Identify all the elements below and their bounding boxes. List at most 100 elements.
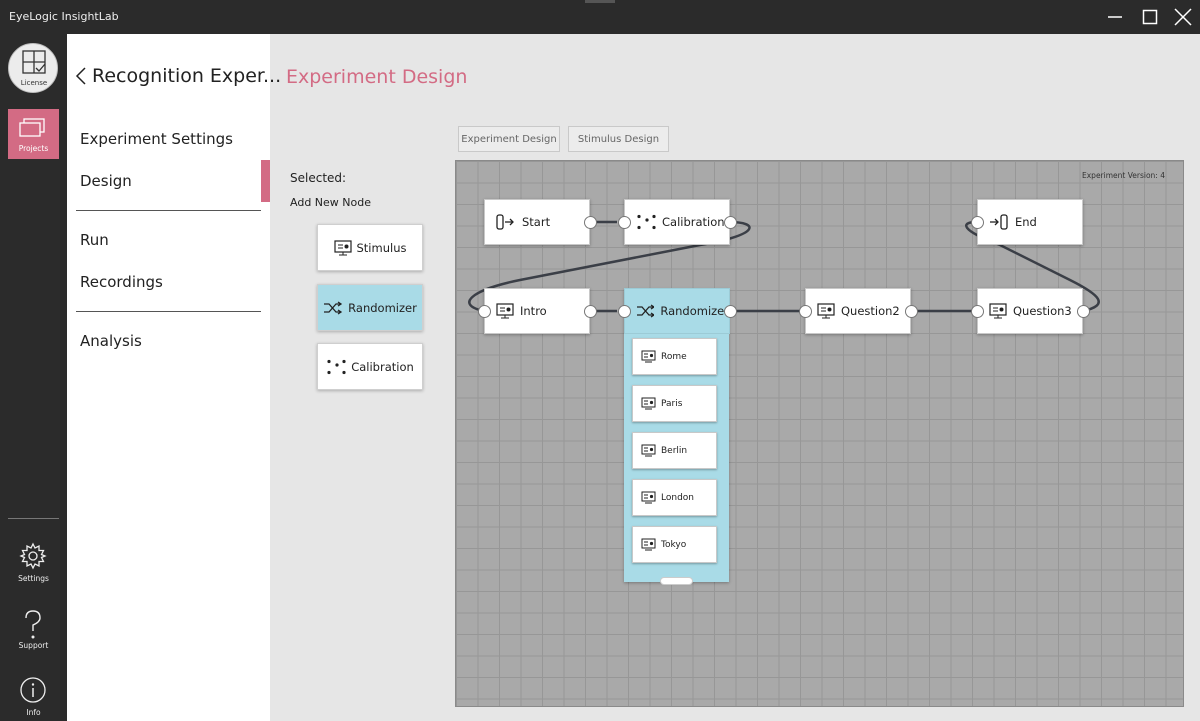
node-randomizer-label: Randomizer bbox=[660, 304, 729, 318]
left-rail: License Projects Settings Support Info bbox=[0, 34, 67, 721]
node-question2-label: Question2 bbox=[841, 304, 900, 318]
nav-item-run[interactable]: Run bbox=[80, 231, 109, 249]
end-icon bbox=[990, 214, 1008, 230]
nav-item-design[interactable]: Design bbox=[80, 172, 132, 190]
node-question3-out-port[interactable] bbox=[1077, 305, 1090, 318]
support-label: Support bbox=[18, 641, 49, 650]
node-end-in-port[interactable] bbox=[971, 216, 984, 229]
project-title: Recognition Exper... bbox=[92, 65, 282, 87]
license-label: License bbox=[20, 79, 48, 87]
node-randomizer[interactable]: Randomizer bbox=[618, 288, 737, 334]
help-icon bbox=[25, 610, 41, 639]
node-question3-in-port[interactable] bbox=[971, 305, 984, 318]
add-stimulus-label: Stimulus bbox=[356, 240, 407, 255]
node-calibration-out-port[interactable] bbox=[724, 216, 737, 229]
support-button[interactable]: Support bbox=[0, 601, 67, 661]
shuffle-icon bbox=[637, 304, 655, 318]
title-grip bbox=[585, 0, 615, 3]
app-title: EyeLogic InsightLab bbox=[9, 10, 119, 23]
stimulus-icon bbox=[817, 303, 835, 319]
randomizer-child-label: Tokyo bbox=[661, 539, 687, 550]
close-button[interactable] bbox=[1170, 4, 1196, 30]
randomizer-child-label: London bbox=[661, 492, 694, 503]
node-question2-out-port[interactable] bbox=[905, 305, 918, 318]
info-icon bbox=[20, 677, 46, 703]
minimize-icon bbox=[1108, 16, 1122, 18]
node-calibration-label: Calibration bbox=[662, 215, 725, 229]
rail-divider bbox=[8, 518, 59, 519]
nav-item-experiment-settings[interactable]: Experiment Settings bbox=[80, 130, 233, 148]
randomizer-child-london[interactable]: London bbox=[632, 479, 717, 516]
stimulus-icon bbox=[641, 538, 656, 551]
projects-icon bbox=[19, 118, 45, 137]
node-calibration[interactable]: Calibration bbox=[618, 199, 737, 245]
minimize-button[interactable] bbox=[1102, 4, 1128, 30]
nav-divider bbox=[76, 210, 261, 211]
close-icon bbox=[1174, 8, 1192, 26]
add-stimulus-button[interactable]: Stimulus bbox=[317, 224, 423, 271]
stimulus-icon bbox=[641, 444, 656, 457]
projects-button[interactable]: Projects bbox=[8, 109, 59, 159]
info-button[interactable]: Info bbox=[0, 668, 67, 721]
node-intro-in-port[interactable] bbox=[478, 305, 491, 318]
node-start-out-port[interactable] bbox=[584, 216, 597, 229]
start-icon bbox=[496, 214, 514, 230]
design-canvas[interactable] bbox=[455, 160, 1184, 707]
stimulus-icon bbox=[496, 303, 514, 319]
wire-question3-end bbox=[965, 220, 1100, 313]
node-question3-label: Question3 bbox=[1013, 304, 1072, 318]
node-end-label: End bbox=[1015, 215, 1037, 229]
randomizer-child-tokyo[interactable]: Tokyo bbox=[632, 526, 717, 563]
calibration-icon bbox=[637, 214, 656, 230]
randomizer-child-label: Paris bbox=[661, 398, 683, 409]
node-intro-label: Intro bbox=[520, 304, 547, 318]
tab-stimulus-design[interactable]: Stimulus Design bbox=[568, 126, 669, 152]
gear-icon bbox=[19, 542, 47, 570]
randomizer-child-rome[interactable]: Rome bbox=[632, 338, 717, 375]
randomizer-child-berlin[interactable]: Berlin bbox=[632, 432, 717, 469]
add-node-label: Add New Node bbox=[290, 196, 371, 209]
node-end[interactable]: End bbox=[971, 199, 1083, 245]
calibration-icon bbox=[327, 359, 346, 374]
maximize-icon bbox=[1142, 9, 1158, 25]
node-intro-out-port[interactable] bbox=[584, 305, 597, 318]
chevron-left-icon bbox=[75, 67, 86, 85]
randomizer-resize-handle[interactable] bbox=[660, 577, 693, 585]
node-calibration-in-port[interactable] bbox=[618, 216, 631, 229]
page-title: Experiment Design bbox=[286, 66, 468, 88]
node-question2[interactable]: Question2 bbox=[799, 288, 918, 334]
nav-item-analysis[interactable]: Analysis bbox=[80, 332, 142, 350]
nav-panel: Recognition Exper... Experiment Settings… bbox=[67, 34, 281, 721]
back-button[interactable] bbox=[75, 66, 87, 91]
randomizer-child-label: Rome bbox=[661, 351, 687, 362]
add-randomizer-button[interactable]: Randomizer bbox=[317, 284, 423, 331]
selected-label: Selected: bbox=[290, 171, 347, 185]
node-randomizer-out-port[interactable] bbox=[724, 305, 737, 318]
settings-button[interactable]: Settings bbox=[0, 534, 67, 594]
title-bar: EyeLogic InsightLab bbox=[0, 0, 1200, 34]
wire-calibration-intro bbox=[468, 220, 751, 313]
node-start-label: Start bbox=[522, 215, 551, 229]
nav-item-recordings[interactable]: Recordings bbox=[80, 273, 163, 291]
license-button[interactable]: License bbox=[8, 43, 58, 93]
randomizer-child-paris[interactable]: Paris bbox=[632, 385, 717, 422]
stimulus-icon bbox=[641, 350, 656, 363]
maximize-button[interactable] bbox=[1137, 4, 1163, 30]
tab-experiment-design[interactable]: Experiment Design bbox=[458, 126, 560, 152]
experiment-version: Experiment Version: 4 bbox=[1082, 171, 1165, 180]
info-label: Info bbox=[26, 708, 41, 717]
randomizer-child-label: Berlin bbox=[661, 445, 688, 456]
stimulus-icon bbox=[333, 239, 352, 255]
nav-divider bbox=[76, 311, 261, 312]
add-calibration-button[interactable]: Calibration bbox=[317, 343, 423, 390]
node-question2-in-port[interactable] bbox=[799, 305, 812, 318]
projects-label: Projects bbox=[18, 144, 49, 153]
node-question3[interactable]: Question3 bbox=[971, 288, 1090, 334]
node-intro[interactable]: Intro bbox=[478, 288, 597, 334]
node-start[interactable]: Start bbox=[484, 199, 597, 245]
node-randomizer-in-port[interactable] bbox=[618, 305, 631, 318]
settings-label: Settings bbox=[18, 574, 49, 583]
stimulus-icon bbox=[641, 491, 656, 504]
stimulus-icon bbox=[989, 303, 1007, 319]
